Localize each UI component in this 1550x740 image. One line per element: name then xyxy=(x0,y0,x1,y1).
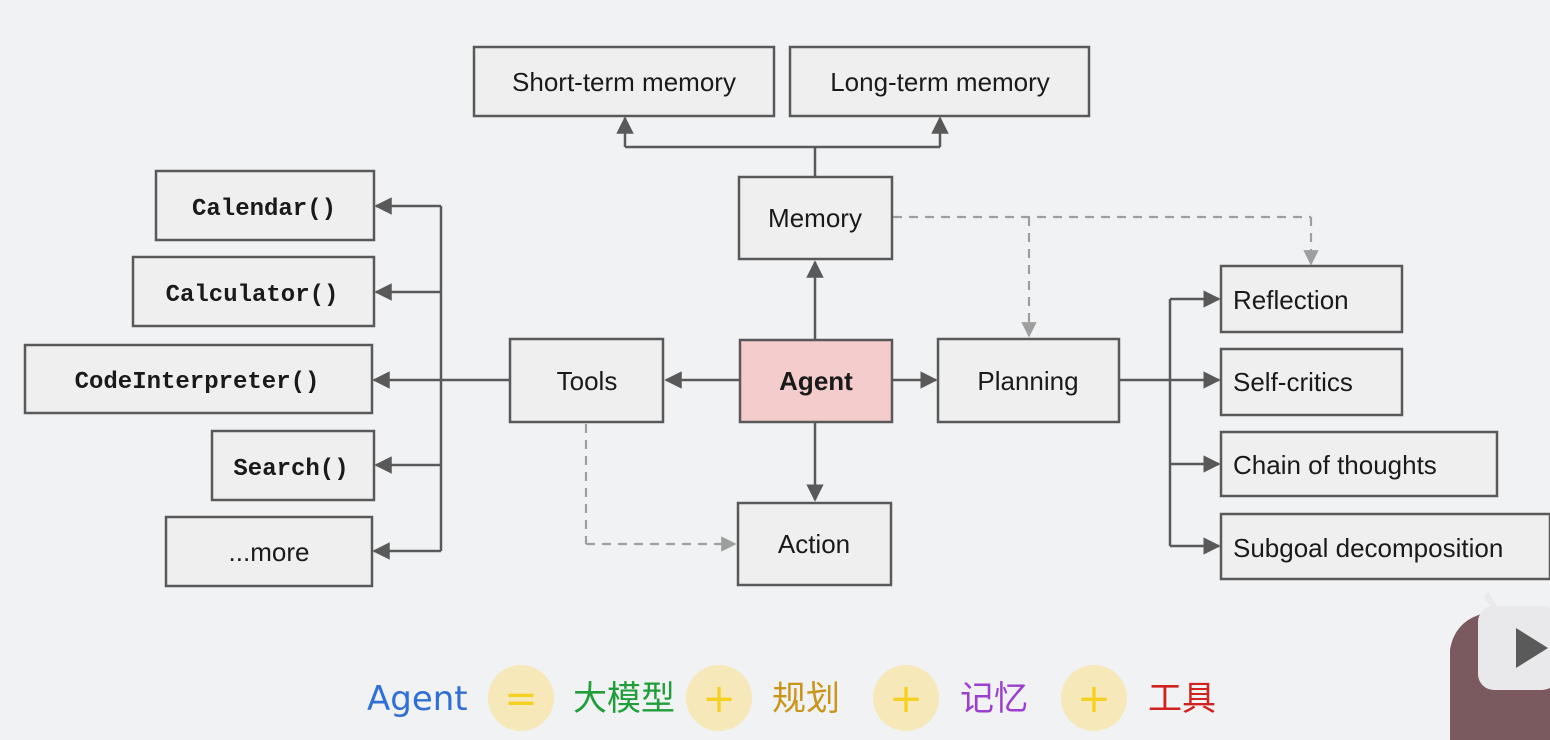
node-calendar: Calendar() xyxy=(154,169,376,242)
plus-circle-3 xyxy=(1061,665,1127,731)
node-self-critics: Self-critics xyxy=(1219,347,1404,417)
action-label: Action xyxy=(778,529,850,559)
code-interpreter-label: CodeInterpreter() xyxy=(75,369,320,396)
formula: Agent = 大模型 + 规划 + 记忆 + 工具 xyxy=(367,665,1216,731)
node-reflection: Reflection xyxy=(1219,264,1404,334)
dashed-edges xyxy=(584,215,1319,552)
node-chain-of-thoughts: Chain of thoughts xyxy=(1219,430,1499,498)
reflection-label: Reflection xyxy=(1233,285,1349,315)
formula-plus-1: + xyxy=(702,676,736,722)
subgoal-decomposition-label: Subgoal decomposition xyxy=(1233,533,1503,563)
formula-planning: 规划 xyxy=(772,679,840,719)
short-term-memory-label: Short-term memory xyxy=(512,67,736,97)
video-player-icon[interactable] xyxy=(1450,592,1550,740)
chain-of-thoughts-label: Chain of thoughts xyxy=(1233,450,1437,480)
node-more: ...more xyxy=(164,515,374,588)
node-search: Search() xyxy=(210,429,376,502)
node-short-term-memory: Short-term memory xyxy=(472,45,776,118)
planning-label: Planning xyxy=(977,366,1078,396)
node-subgoal-decomposition: Subgoal decomposition xyxy=(1219,512,1550,581)
agent-label: Agent xyxy=(779,366,853,396)
tools-label: Tools xyxy=(557,366,618,396)
plus-circle-2 xyxy=(873,665,939,731)
node-action: Action xyxy=(736,501,893,587)
edges xyxy=(372,116,1221,560)
memory-label: Memory xyxy=(768,203,862,233)
more-label: ...more xyxy=(229,537,310,567)
node-calculator: Calculator() xyxy=(131,255,376,328)
formula-tools: 工具 xyxy=(1148,679,1216,719)
node-memory: Memory xyxy=(737,175,894,261)
formula-agent: Agent xyxy=(367,679,468,719)
formula-equals: = xyxy=(504,676,538,722)
search-label: Search() xyxy=(233,456,348,483)
formula-plus-3: + xyxy=(1077,676,1111,722)
self-critics-label: Self-critics xyxy=(1233,367,1353,397)
calendar-label: Calendar() xyxy=(192,196,336,223)
calculator-label: Calculator() xyxy=(166,282,339,309)
long-term-memory-label: Long-term memory xyxy=(830,67,1050,97)
plus-circle-1 xyxy=(686,665,752,731)
node-planning: Planning xyxy=(936,337,1121,424)
node-code-interpreter: CodeInterpreter() xyxy=(23,343,374,415)
formula-llm: 大模型 xyxy=(573,679,675,719)
node-tools: Tools xyxy=(508,337,665,424)
formula-plus-2: + xyxy=(889,676,923,722)
node-agent: Agent xyxy=(738,338,894,424)
equals-circle xyxy=(488,665,554,731)
node-long-term-memory: Long-term memory xyxy=(788,45,1091,118)
formula-memory: 记忆 xyxy=(960,679,1028,719)
